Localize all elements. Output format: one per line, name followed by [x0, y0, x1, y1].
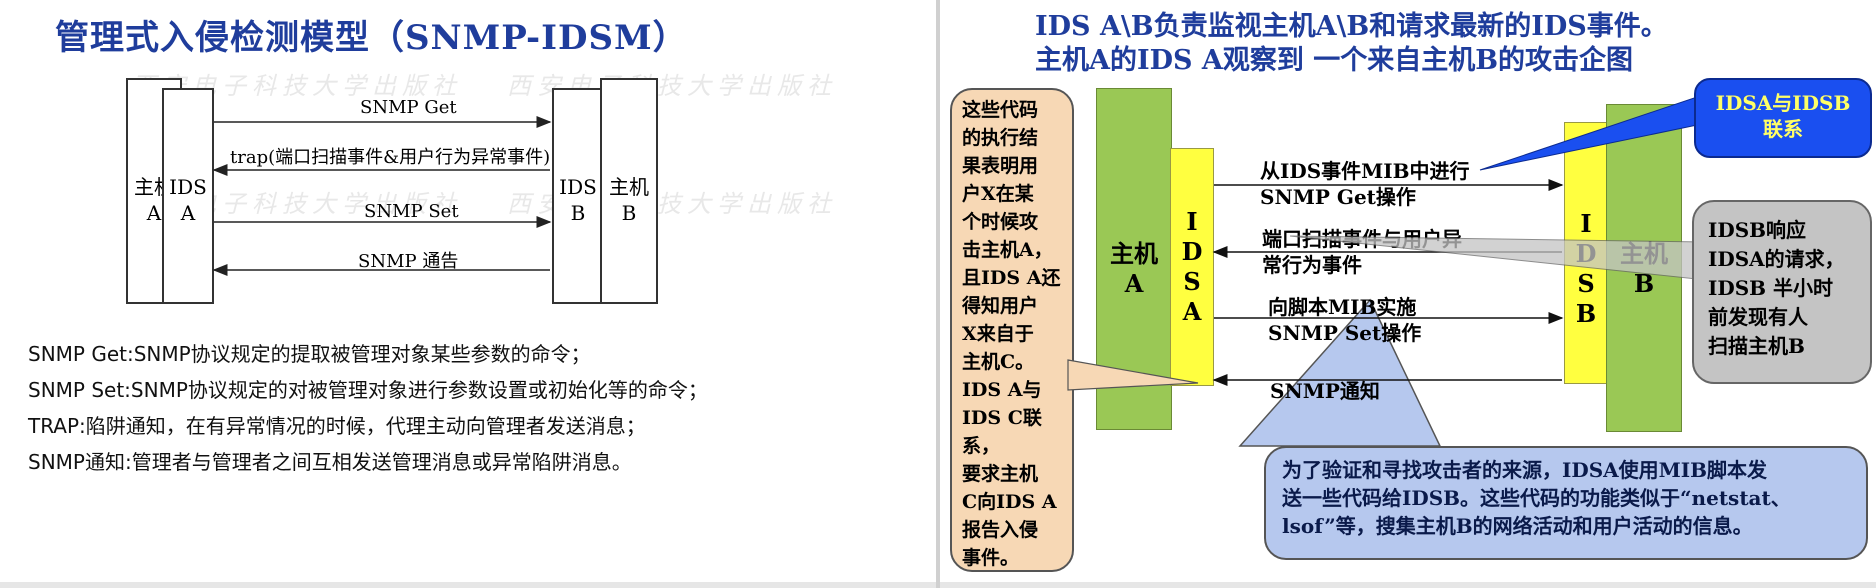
top-callout-pointer	[1479, 95, 1703, 171]
right-callout-line: 前发现有人	[1708, 305, 1808, 329]
label-snmp-set-line-1: 向脚本MIB实施	[1268, 295, 1417, 319]
ids-b-letter: B	[570, 201, 586, 225]
ids-b-char-1: I	[1580, 209, 1592, 238]
ids-a-char-2: D	[1181, 237, 1203, 266]
top-callout-line-2: 联系	[1763, 117, 1803, 141]
left-title: 管理式入侵检测模型（SNMP-IDSM）	[55, 18, 688, 58]
ids-a-box: IDS A	[162, 88, 214, 304]
definition-snmp-notify: SNMP通知:管理者与管理者之间互相发送管理消息或异常陷阱消息。	[28, 450, 632, 474]
left-callout-line: X来自于	[962, 323, 1034, 345]
right-title-line-1: IDS A\B负责监视主机A\B和请求最新的IDS事件。	[1035, 11, 1668, 42]
label-snmp-notify-line-1: SNMP通知	[1270, 379, 1380, 403]
left-callout-line: IDS C联系，	[962, 407, 1042, 457]
ids-a-char-4: A	[1182, 297, 1202, 326]
left-callout-line: 个时候攻	[962, 211, 1039, 233]
label-snmp-set: SNMP Set	[364, 201, 459, 222]
left-callout-line: 且IDS A还	[962, 267, 1061, 289]
left-callout-line: 得知用户	[962, 295, 1039, 317]
top-callout-line-1: IDSA与IDSB	[1715, 91, 1851, 115]
right-callout-pointer	[1289, 235, 1707, 281]
right-callout-line: IDSB 半小时	[1708, 276, 1834, 300]
diagram-frame: 西安电子科技大学出版社 西安电子科技大学出版社 西安电子科技大学出版社 西安电子…	[102, 62, 831, 310]
host-a-label: 主机	[1110, 239, 1158, 268]
left-callout-line: IDS A与	[962, 379, 1042, 401]
host-b-letter: B	[621, 201, 637, 225]
right-callout: IDSB响应 IDSA的请求， IDSB 半小时 前发现有人 扫描主机B	[1692, 200, 1872, 384]
right-connectors	[1067, 179, 1564, 447]
label-snmp-get-line-2: SNMP Get操作	[1260, 185, 1416, 209]
ids-a-label: IDS	[169, 175, 207, 199]
label-snmp-notify: SNMP通知	[1270, 378, 1380, 404]
definition-snmp-set: SNMP Set:SNMP协议规定的对被管理对象进行参数设置或初始化等的命令；	[28, 378, 708, 402]
label-trap: trap(端口扫描事件&用户行为异常事件)	[230, 147, 551, 168]
ids-b-char-4: B	[1575, 299, 1597, 328]
label-snmp-notify: SNMP 通告	[358, 251, 459, 272]
host-b-letter: B	[1633, 269, 1655, 298]
bottom-callout-text: 为了验证和寻找攻击者的来源，IDSA使用MIB脚本发 送一些代码给IDSB。这些…	[1282, 456, 1862, 540]
left-callout-text: 这些代码 的执行结 果表明用 户X在某 个时候攻 击主机A， 且IDS A还 得…	[962, 96, 1072, 572]
left-callout-line: 击主机A，	[962, 239, 1053, 261]
bottom-callout-line: 为了验证和寻找攻击者的来源，IDSA使用MIB脚本发	[1282, 458, 1768, 482]
label-snmp-get: 从IDS事件MIB中进行 SNMP Get操作	[1260, 158, 1470, 210]
host-b-label: 主机	[609, 175, 649, 199]
label-snmp-get: SNMP Get	[360, 97, 457, 118]
label-scan-event-line-2: 常行为事件	[1262, 253, 1362, 277]
left-callout-line: 主机C。	[962, 351, 1035, 373]
host-a-letter: A	[146, 201, 162, 225]
ids-a-box: I D S A	[1170, 148, 1214, 386]
top-callout: IDSA与IDSB 联系	[1694, 78, 1872, 158]
host-b-box: 主机 B	[600, 78, 658, 304]
ids-b-label: IDS	[559, 175, 597, 199]
ids-a-char-1: I	[1186, 207, 1198, 236]
bottom-callout-line: lsof”等，搜集主机B的网络活动和用户活动的信息。	[1282, 514, 1753, 538]
right-callout-line: 扫描主机B	[1708, 334, 1805, 358]
left-callout-line: 户X在某	[962, 183, 1034, 205]
left-slide: 管理式入侵检测模型（SNMP-IDSM） 西安电子科技大学出版社 西安电子科技大…	[0, 0, 936, 588]
left-callout	[950, 88, 1074, 572]
left-bottom-strip	[0, 582, 936, 588]
left-callout-line: 报告入侵	[962, 519, 1039, 541]
right-callout-line: IDSA的请求，	[1708, 247, 1845, 271]
ids-a-letter: A	[180, 201, 196, 225]
left-callout-line: C向IDS A	[962, 491, 1057, 513]
ids-b-char-3: S	[1577, 269, 1595, 298]
label-snmp-set-line-2: SNMP Set操作	[1268, 321, 1422, 345]
left-callout-line: 果表明用	[962, 155, 1039, 177]
label-snmp-set: 向脚本MIB实施 SNMP Set操作	[1268, 294, 1421, 346]
definition-snmp-get: SNMP Get:SNMP协议规定的提取被管理对象某些参数的命令；	[28, 342, 591, 366]
definition-trap: TRAP:陷阱通知，在有异常情况的时候，代理主动向管理者发送消息；	[28, 414, 646, 438]
right-callout-line: IDSB响应	[1708, 218, 1807, 242]
left-arrows	[212, 116, 552, 276]
left-callout-line: 这些代码	[962, 99, 1039, 121]
top-callout-pointer-svg	[1289, 95, 1707, 281]
right-title-line-2: 主机A的IDS A观察到 一个来自主机B的攻击企图	[1035, 45, 1634, 76]
host-a-letter: A	[1124, 269, 1144, 298]
panel-divider	[936, 0, 940, 588]
bottom-callout-line: 送一些代码给IDSB。这些代码的功能类似于“netstat、	[1282, 486, 1791, 510]
right-slide: IDS A\B负责监视主机A\B和请求最新的IDS事件。 主机A的IDS A观察…	[940, 0, 1876, 588]
bottom-callout	[1264, 446, 1868, 560]
ids-a-char-3: S	[1183, 267, 1201, 296]
left-callout-pointer	[1067, 359, 1199, 391]
left-callout-line: 要求主机	[962, 463, 1039, 485]
label-snmp-get-line-1: 从IDS事件MIB中进行	[1260, 159, 1470, 183]
left-callout-line: 的执行结	[962, 127, 1039, 149]
left-callout-line: 事件。	[962, 547, 1020, 569]
right-bottom-strip	[940, 582, 1876, 588]
